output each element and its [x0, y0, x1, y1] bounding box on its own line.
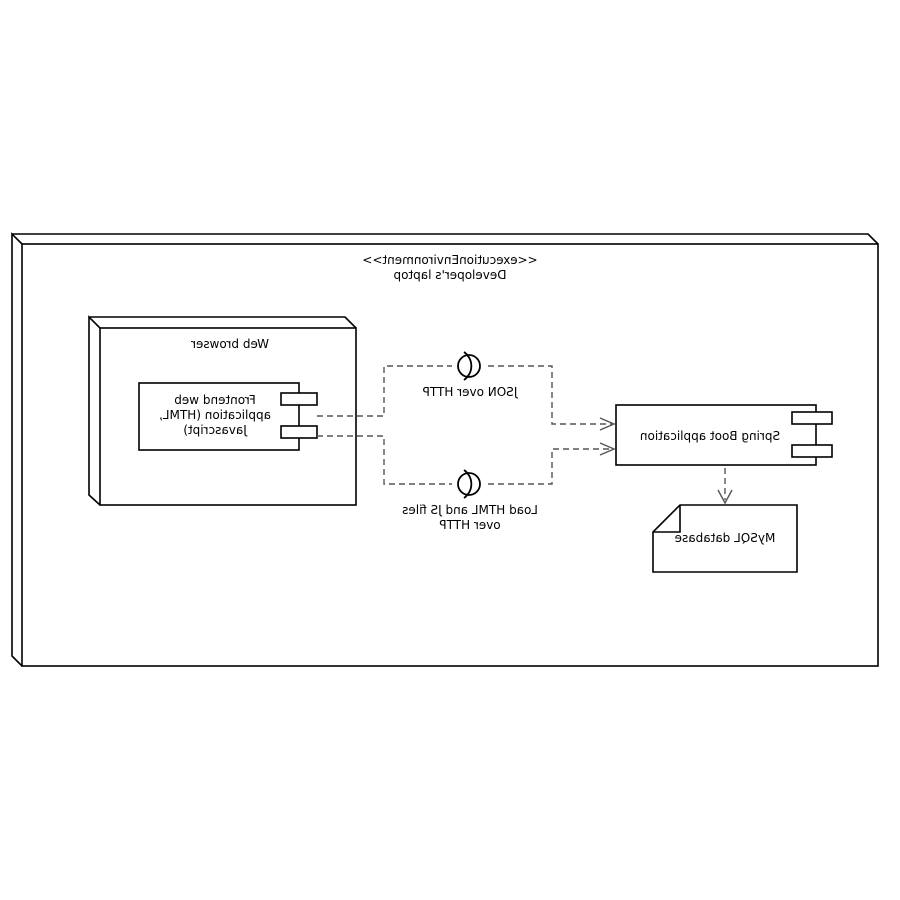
- environment-stereotype: <<executionEnvironment>>: [362, 253, 538, 267]
- connector-json-to-backend: [488, 365, 612, 425]
- environment-name: Developer's laptop: [393, 268, 507, 282]
- arrowheads: [599, 417, 733, 505]
- json-interface-label: JSON over HTTP: [422, 385, 518, 399]
- connectors: [317, 365, 726, 500]
- load-interface-label: Load HTML and JS files over HTTP: [402, 503, 538, 532]
- frontend-component-port-top: [280, 392, 318, 406]
- backend-component: [615, 404, 833, 466]
- backend-component-port-bottom: [791, 444, 833, 458]
- database-label: MySQL database: [674, 531, 776, 545]
- connector-load-to-backend: [488, 448, 612, 485]
- backend-component-label: Spring Boot application: [639, 429, 781, 443]
- backend-component-port-top: [791, 411, 833, 425]
- database-artifact: [652, 504, 798, 573]
- load-interface-symbol: [457, 469, 481, 499]
- connector-frontend-to-load: [317, 435, 452, 485]
- frontend-component: [138, 382, 318, 451]
- frontend-component-port-bottom: [280, 425, 318, 439]
- browser-node-name: Web browser: [191, 337, 269, 351]
- frontend-component-label: Frontend web application (HTML, Javascri…: [159, 393, 271, 437]
- connector-frontend-to-json: [317, 365, 452, 417]
- json-interface-symbol: [457, 351, 481, 381]
